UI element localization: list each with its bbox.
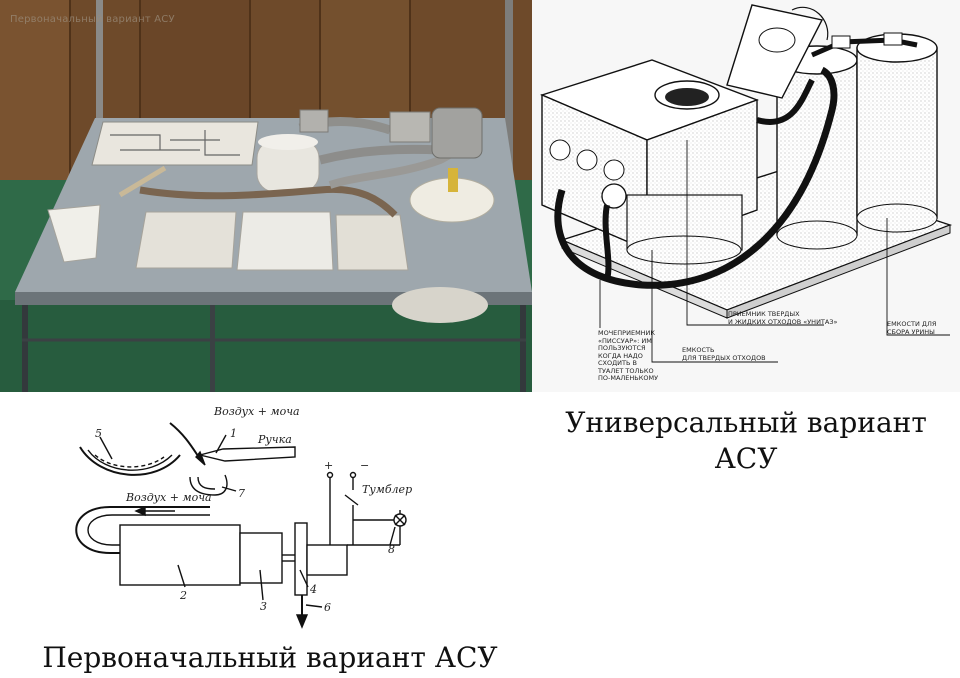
number-4: 4 xyxy=(310,583,317,596)
caption-universal: Универсальный вариант АСУ xyxy=(565,406,927,475)
label-toggle: Тумблер xyxy=(362,483,413,496)
label-minus: − xyxy=(360,459,370,472)
schematic-panel: Воздух + моча 1 Ручка 5 Воздух + моча 7 … xyxy=(40,395,480,635)
number-5: 5 xyxy=(95,427,102,440)
leader-lines xyxy=(599,140,950,363)
number-3: 3 xyxy=(260,600,267,613)
label-handle: Ручка xyxy=(258,433,292,446)
label-urinal: МОЧЕПРИЕМНИК «ПИССУАР»: ИМ ПОЛЬЗУЮТСЯ КО… xyxy=(598,329,659,382)
caption-initial: Первоначальный вариант АСУ xyxy=(42,641,498,674)
label-urine-tanks: ЕМКОСТИ ДЛЯ СБОРА УРИНЫ xyxy=(887,320,937,336)
photo-panel: Первоначальный вариант АСУ xyxy=(0,0,532,392)
schematic-diagram xyxy=(75,422,407,629)
number-1: 1 xyxy=(230,427,237,440)
label-solid-liquid-receiver: ПРИЕМНИК ТВЕРДЫХ И ЖИДКИХ ОТХОДОВ «УНИТА… xyxy=(728,310,838,326)
label-air-urine-bottom: Воздух + моча xyxy=(126,491,212,504)
photo-overlay-text: Первоначальный вариант АСУ xyxy=(10,14,175,25)
label-solid-waste-container: ЕМКОСТЬ ДЛЯ ТВЕРДЫХ ОТХОДОВ xyxy=(682,346,766,362)
isometric-diagram xyxy=(539,4,953,363)
device-photo xyxy=(0,0,532,392)
number-6: 6 xyxy=(324,601,331,614)
label-plus: + xyxy=(324,459,334,472)
number-2: 2 xyxy=(180,589,187,602)
number-8: 8 xyxy=(388,543,395,556)
isometric-diagram-panel: ПРИЕМНИК ТВЕРДЫХ И ЖИДКИХ ОТХОДОВ «УНИТА… xyxy=(532,0,960,392)
label-air-urine-top: Воздух + моча xyxy=(214,405,300,418)
number-7: 7 xyxy=(238,487,245,500)
urine-tank-right xyxy=(856,33,938,233)
